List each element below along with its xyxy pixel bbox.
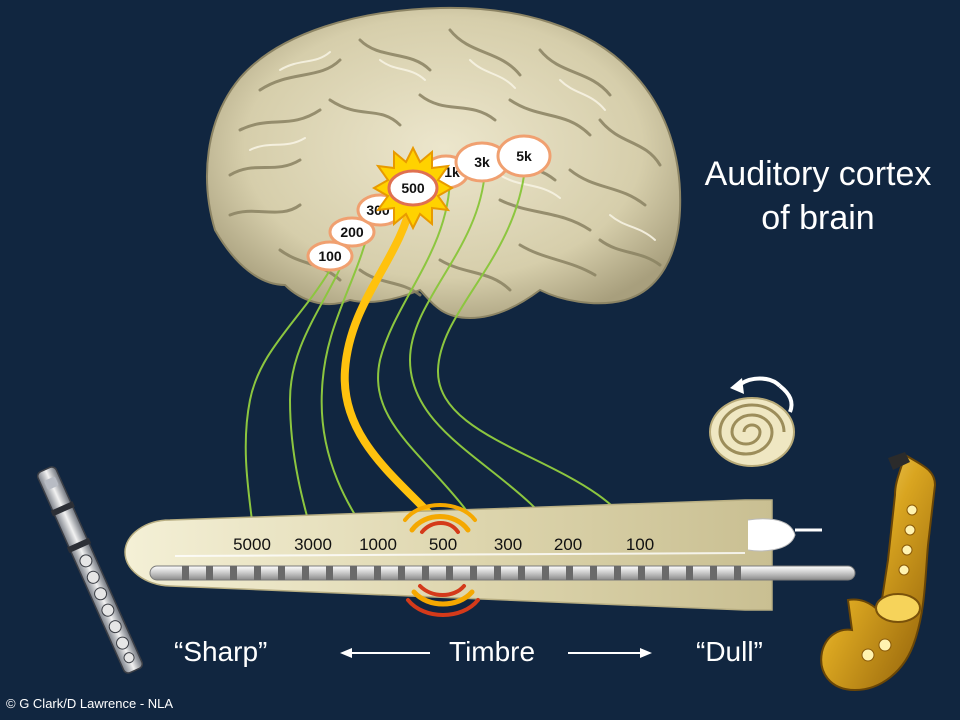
- fiber-300: [377, 174, 491, 546]
- arrow-left-icon: [340, 648, 430, 658]
- cortex-node-5k: 5k: [496, 134, 552, 178]
- diagram-title: Auditory cortex of brain: [680, 152, 956, 240]
- freq-label-300: 300: [494, 535, 522, 554]
- fiber-5000: [244, 269, 331, 546]
- cortex-node-200-label: 200: [340, 224, 364, 240]
- freq-label-5000: 5000: [233, 535, 271, 554]
- cortex-node-100-label: 100: [318, 248, 342, 264]
- freq-label-1000: 1000: [359, 535, 397, 554]
- arrow-left-small-icon: [730, 378, 744, 394]
- arrow-right-icon: [568, 648, 652, 658]
- fiber-1000: [320, 214, 376, 546]
- freq-label-100: 100: [626, 535, 654, 554]
- fiber-3000: [288, 244, 351, 546]
- nerve-fibers: [244, 167, 641, 546]
- cortex-node-5k-label: 5k: [516, 148, 532, 164]
- freq-label-3000: 3000: [294, 535, 332, 554]
- cochlea-spiral-icon: [709, 376, 795, 467]
- freq-label-200: 200: [554, 535, 582, 554]
- label-timbre: Timbre: [449, 636, 536, 667]
- fiber-100: [436, 167, 641, 546]
- cortex-node-200: 200: [328, 216, 376, 248]
- active-pathway-500: [340, 196, 444, 529]
- saxophone-icon: [820, 452, 937, 692]
- cortex-node-3k-label: 3k: [474, 154, 490, 170]
- credit-text: © G Clark/D Lawrence - NLA: [6, 696, 174, 711]
- title-line-2: of brain: [761, 199, 875, 237]
- flute-icon: [36, 466, 144, 674]
- label-sharp: “Sharp”: [174, 636, 268, 667]
- cochlea-illustration: [124, 499, 856, 611]
- active-node-500: 500: [371, 145, 455, 231]
- freq-label-500: 500: [429, 535, 457, 554]
- cortex-node-500-label: 500: [401, 180, 425, 196]
- title-line-1: Auditory cortex: [704, 155, 932, 193]
- cortex-node-100: 100: [306, 240, 354, 272]
- label-dull: “Dull”: [696, 636, 763, 667]
- cochlea-frequency-labels: 5000 3000 1000 500 300 200 100: [233, 535, 654, 554]
- fiber-200: [408, 169, 566, 546]
- stimulation-waves: [403, 503, 480, 617]
